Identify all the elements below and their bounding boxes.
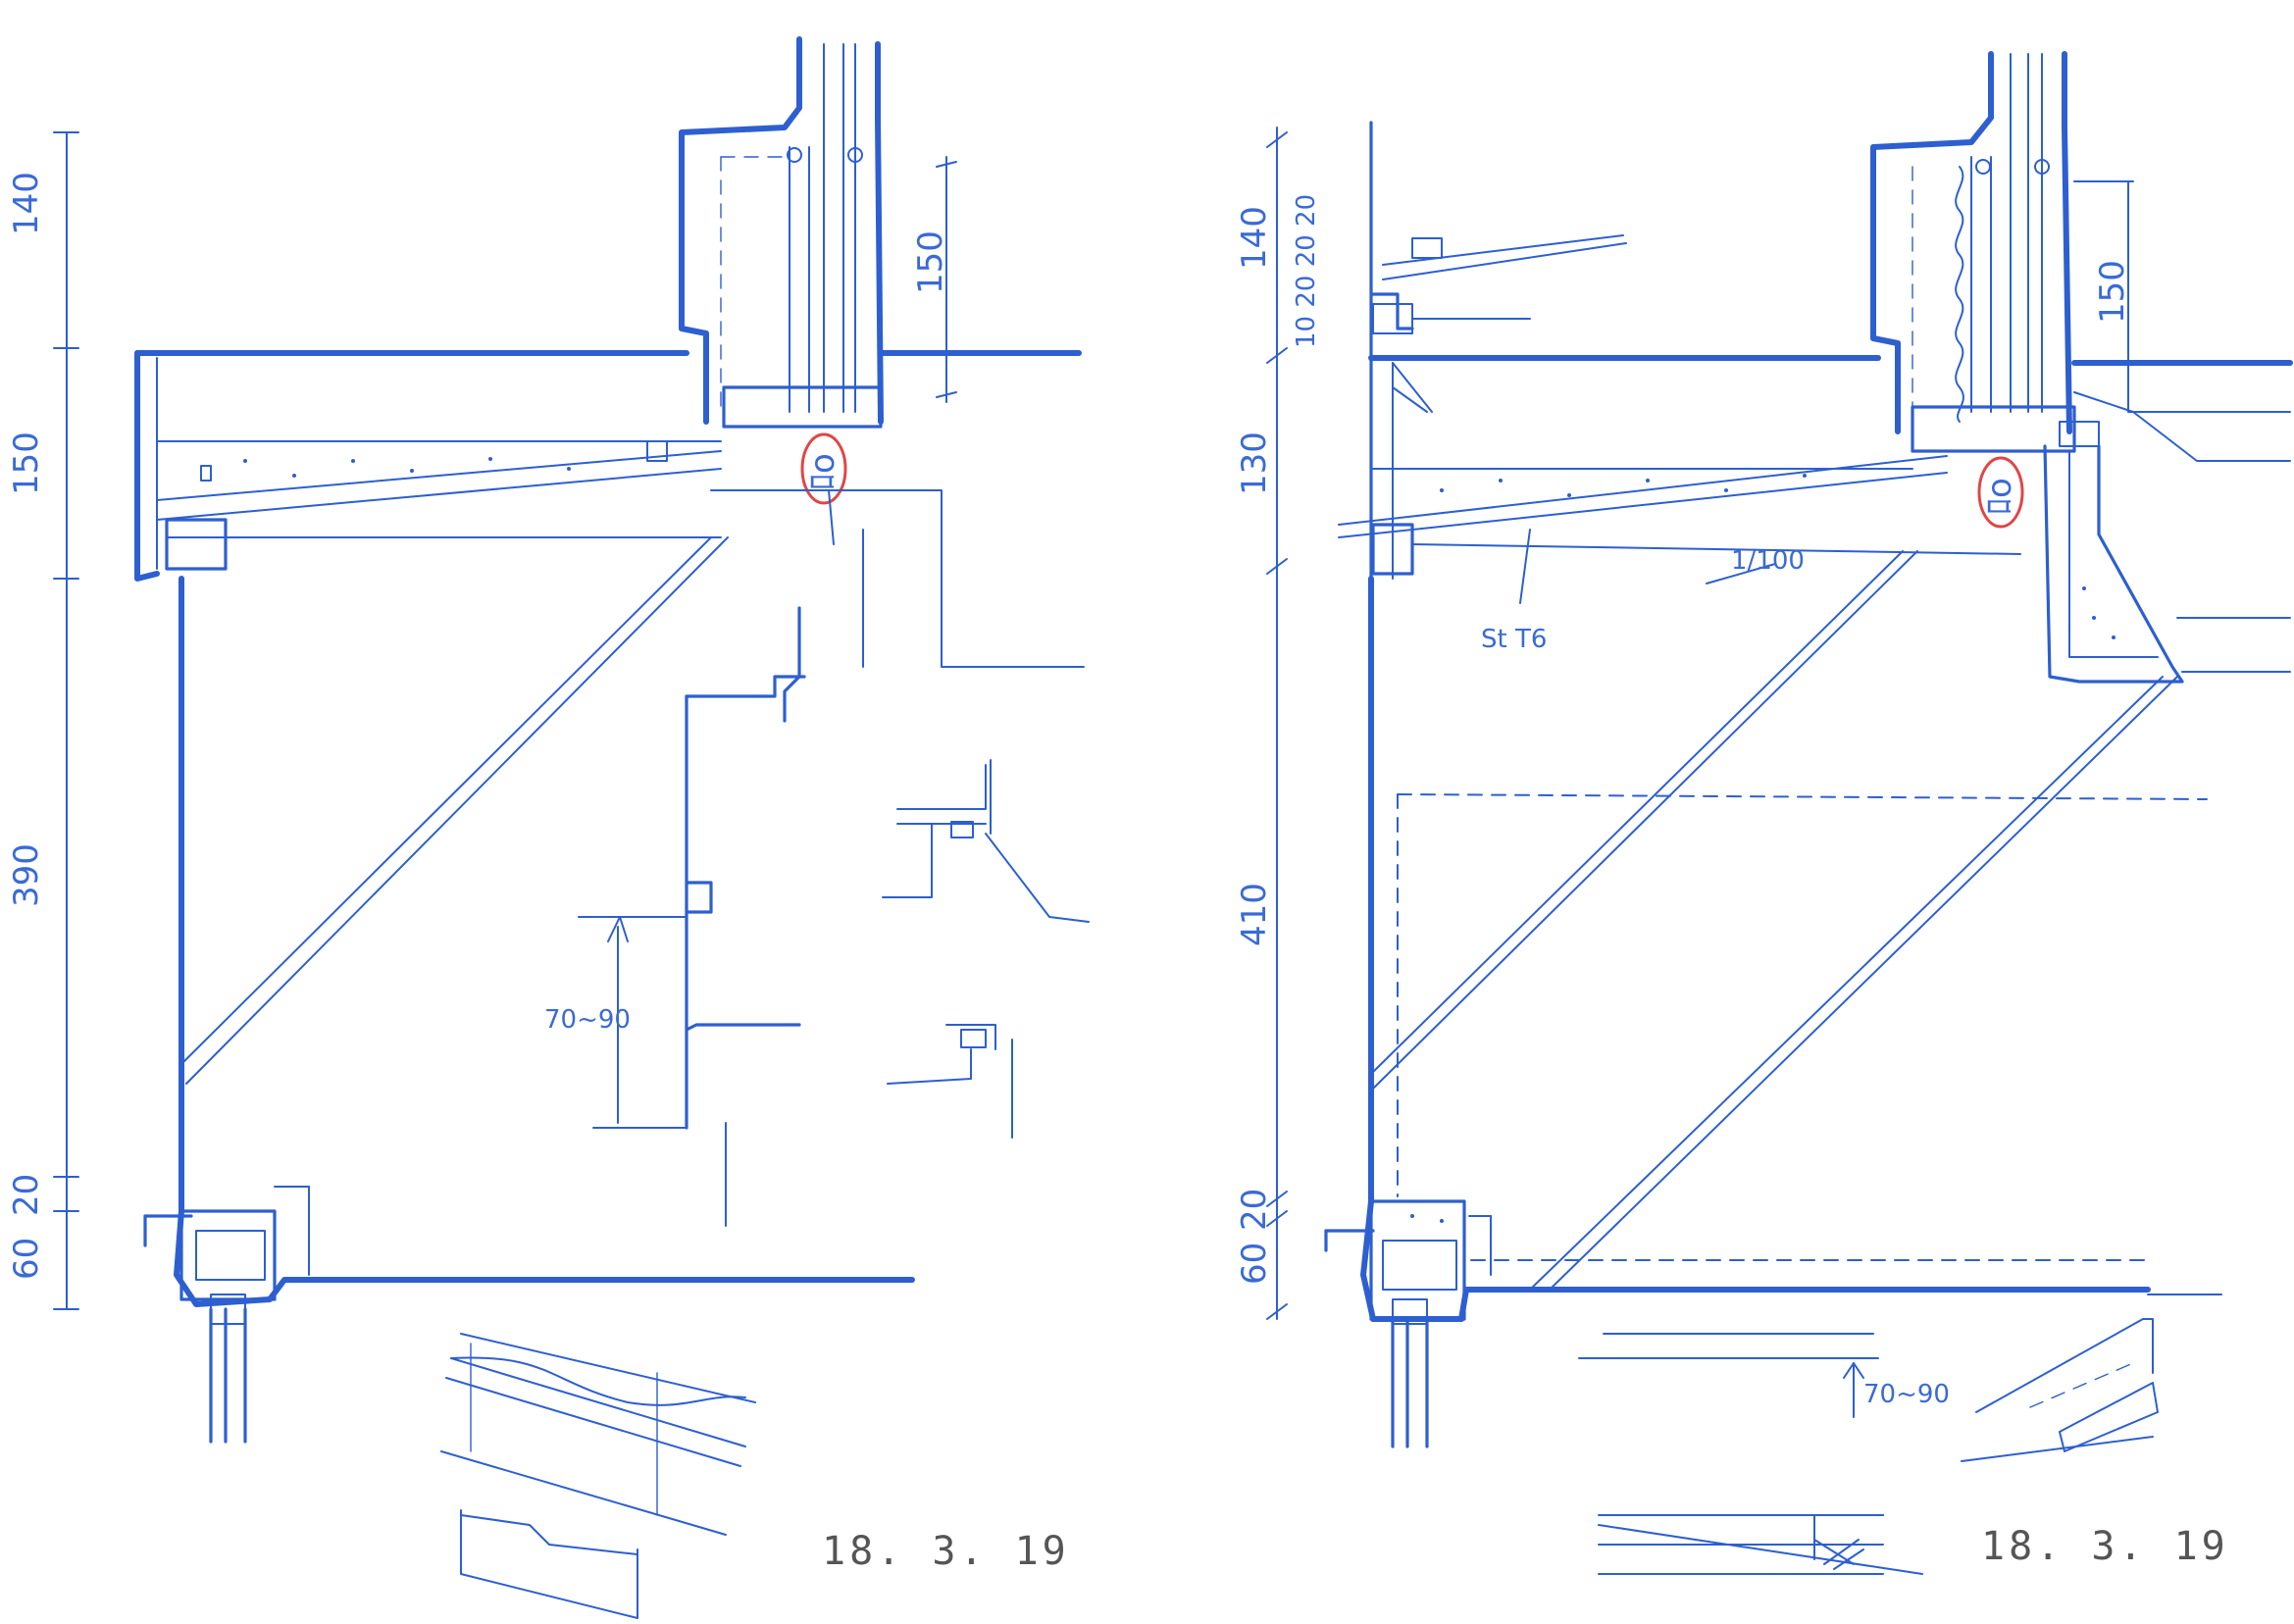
left-upper-window-frame xyxy=(679,36,884,429)
right-circled-label: ﾛo xyxy=(1980,478,2019,515)
right-dim-20: 20 xyxy=(1235,1189,1274,1231)
right-ceiling-slab xyxy=(1338,355,2021,580)
right-dim-410: 410 xyxy=(1235,883,1274,946)
right-dimension-line xyxy=(1266,127,1288,1320)
left-dim-20: 20 xyxy=(7,1174,46,1216)
right-top-awning xyxy=(1369,121,1627,581)
left-stair-sketch xyxy=(440,1333,756,1619)
left-diagonal-brace xyxy=(180,536,729,1085)
right-date: 18. 3. 19 xyxy=(1981,1524,2229,1569)
slope-arrow xyxy=(1706,563,1776,584)
right-small-dims: 10 20 20 20 xyxy=(1292,194,1321,348)
left-lower-sill xyxy=(143,1186,310,1444)
left-circled-label: ﾛo xyxy=(803,453,842,490)
left-dim-390: 390 xyxy=(7,843,46,907)
right-section-drawing: 140 130 410 20 60 10 20 20 20 xyxy=(1235,51,2293,1575)
slope-label: 1/100 xyxy=(1731,546,1805,576)
material-label: St T6 xyxy=(1481,625,1547,654)
left-dim-140: 140 xyxy=(7,172,46,235)
left-date: 18. 3. 19 xyxy=(822,1529,1070,1574)
left-detail-sketches xyxy=(882,759,1090,1139)
right-lower-sill xyxy=(1324,1199,1492,1448)
left-note-70-90: 70~90 xyxy=(544,1005,631,1035)
right-dim-140: 140 xyxy=(1235,206,1274,270)
left-dim-150-upper: 150 xyxy=(911,230,950,294)
right-bottom-sketches: 70~90 xyxy=(1578,1318,2159,1575)
left-profile-sketch: 70~90 xyxy=(544,606,806,1227)
right-note-70-90: 70~90 xyxy=(1863,1380,1950,1409)
left-section-drawing: 140 150 390 20 60 150 xyxy=(7,36,1090,1619)
right-wall xyxy=(1360,576,2222,1322)
left-wall xyxy=(174,576,915,1307)
left-ceiling-slab xyxy=(134,350,722,582)
right-dim-60: 60 xyxy=(1235,1243,1274,1285)
left-dimension-line xyxy=(53,131,79,1310)
right-dim-150-upper: 150 xyxy=(2093,260,2132,324)
right-dim-130: 130 xyxy=(1235,431,1274,495)
right-diagonal-braces xyxy=(1370,550,2178,1291)
right-upper-window-frame xyxy=(1870,51,2076,453)
left-dim-150: 150 xyxy=(7,431,46,495)
left-dim-60: 60 xyxy=(7,1238,46,1280)
right-circled-mark xyxy=(1977,456,2024,529)
right-gutter-box xyxy=(2043,421,2291,684)
left-circled-mark xyxy=(800,432,847,505)
